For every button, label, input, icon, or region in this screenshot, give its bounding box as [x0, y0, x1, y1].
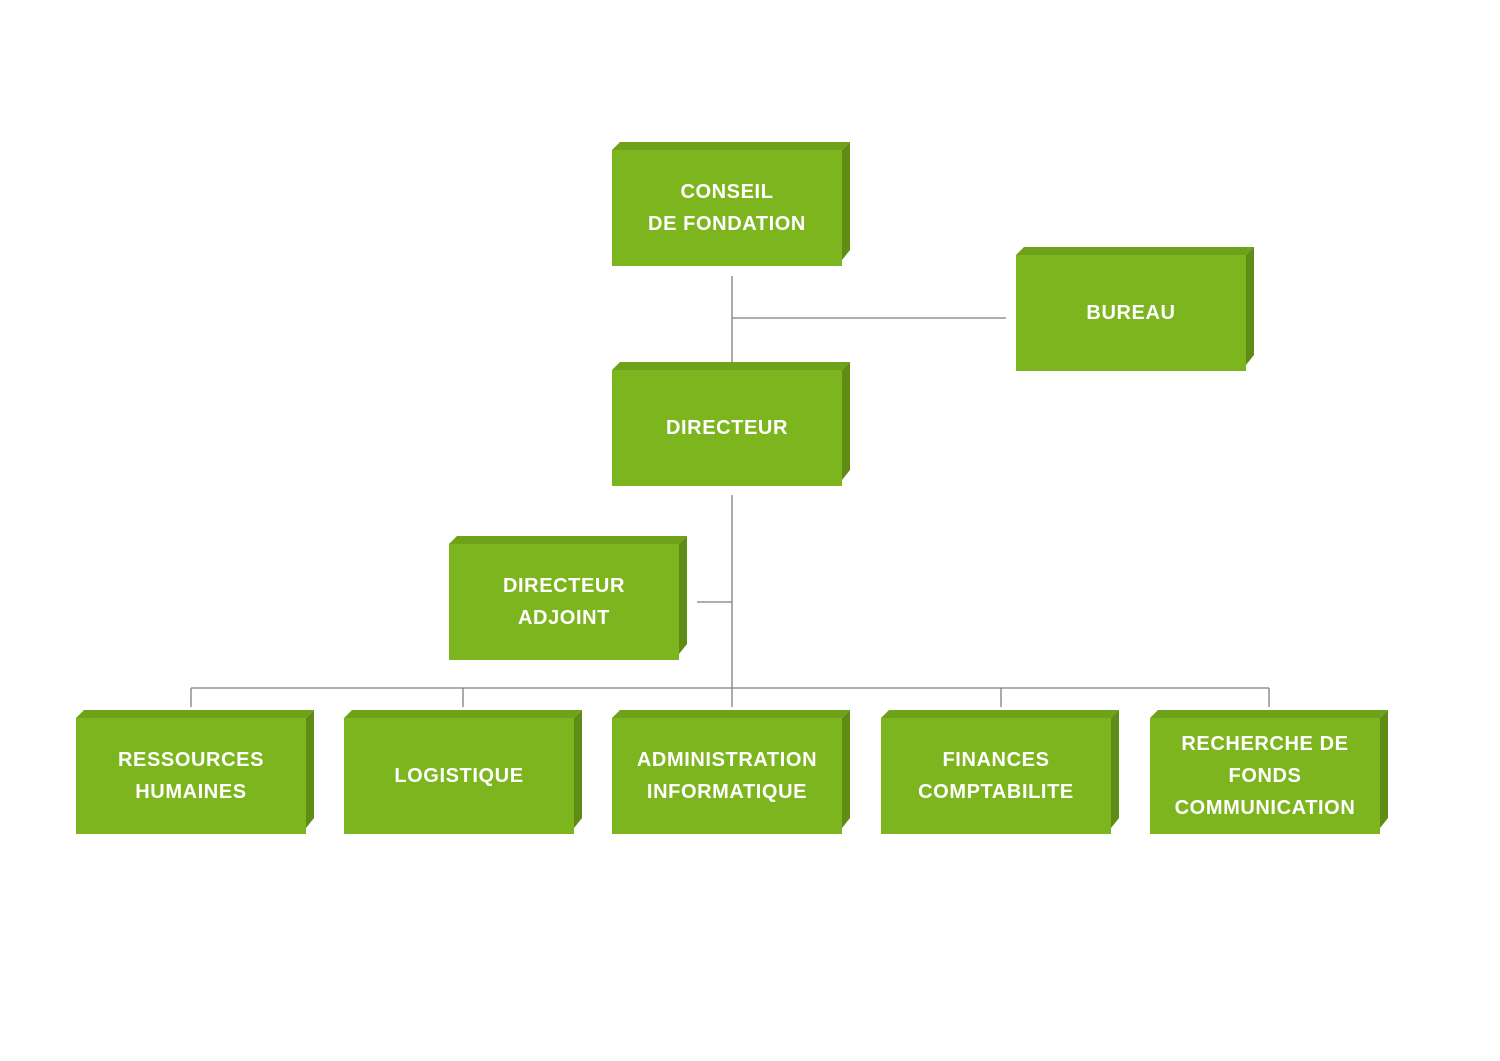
node-directeur: DIRECTEUR	[612, 362, 850, 486]
box-top-face	[881, 710, 1119, 718]
node-logistique: LOGISTIQUE	[344, 710, 582, 834]
box-top-face	[1016, 247, 1254, 255]
box-shape	[76, 710, 314, 834]
box-top-face	[344, 710, 582, 718]
box-top-face	[449, 536, 687, 544]
box-front-face	[881, 718, 1111, 834]
node-label: DIRECTEUR	[612, 370, 842, 486]
box-top-face	[1150, 710, 1388, 718]
node-ressources-humaines: RESSOURCES HUMAINES	[76, 710, 314, 834]
box-top-face	[612, 710, 850, 718]
node-label-line: BUREAU	[1086, 302, 1176, 324]
box-shape	[881, 710, 1119, 834]
box-top-face	[612, 142, 850, 150]
box-side-face	[574, 710, 582, 828]
node-label: RECHERCHE DE FONDS COMMUNICATION	[1150, 718, 1380, 834]
box-shape	[449, 536, 687, 660]
node-label: FINANCES COMPTABILITE	[881, 718, 1111, 834]
box-front-face	[449, 544, 679, 660]
node-label-line: LOGISTIQUE	[394, 765, 524, 787]
box-side-face	[1246, 247, 1254, 365]
node-label-line: ADMINISTRATION	[636, 749, 818, 771]
node-label-line: COMPTABILITE	[918, 781, 1074, 803]
box-shape	[1150, 710, 1388, 834]
box-front-face	[76, 718, 306, 834]
node-label: LOGISTIQUE	[344, 718, 574, 834]
box-side-face	[842, 142, 850, 260]
node-label: DIRECTEUR ADJOINT	[449, 544, 679, 660]
node-label-line: ADJOINT	[518, 607, 610, 629]
box-side-face	[306, 710, 314, 828]
box-top-face	[612, 362, 850, 370]
node-label-line: FONDS	[1228, 765, 1302, 787]
node-label-line: RESSOURCES	[117, 749, 265, 771]
box-side-face	[679, 536, 687, 654]
box-shape	[612, 710, 850, 834]
node-label-line: FINANCES	[942, 749, 1050, 771]
node-label: BUREAU	[1016, 255, 1246, 371]
box-shape	[1016, 247, 1254, 371]
node-label-line: HUMAINES	[135, 781, 247, 803]
node-finances-comptabilite: FINANCES COMPTABILITE	[881, 710, 1119, 834]
box-front-face	[1016, 255, 1246, 371]
node-label: ADMINISTRATION INFORMATIQUE	[612, 718, 842, 834]
node-label-line: DIRECTEUR	[502, 575, 626, 597]
box-front-face	[1150, 718, 1380, 834]
node-label-line: DE FONDATION	[648, 213, 806, 235]
node-conseil-de-fondation: CONSEIL DE FONDATION	[612, 142, 850, 266]
box-side-face	[1111, 710, 1119, 828]
node-label-line: COMMUNICATION	[1174, 797, 1356, 819]
box-front-face	[612, 718, 842, 834]
node-label: RESSOURCES HUMAINES	[76, 718, 306, 834]
box-front-face	[612, 150, 842, 266]
node-recherche-de-fonds-communication: RECHERCHE DE FONDS COMMUNICATION	[1150, 710, 1388, 834]
node-administration-informatique: ADMINISTRATION INFORMATIQUE	[612, 710, 850, 834]
box-shape	[344, 710, 582, 834]
box-side-face	[1380, 710, 1388, 828]
box-front-face	[344, 718, 574, 834]
node-bureau: BUREAU	[1016, 247, 1254, 371]
box-shape	[612, 142, 850, 266]
node-label-line: RECHERCHE DE	[1181, 733, 1349, 755]
node-label-line: INFORMATIQUE	[646, 781, 808, 803]
box-shape	[612, 362, 850, 486]
node-label: CONSEIL DE FONDATION	[612, 150, 842, 266]
node-directeur-adjoint: DIRECTEUR ADJOINT	[449, 536, 687, 660]
box-side-face	[842, 710, 850, 828]
node-label-line: CONSEIL	[680, 181, 774, 203]
box-side-face	[842, 362, 850, 480]
box-front-face	[612, 370, 842, 486]
box-top-face	[76, 710, 314, 718]
node-label-line: DIRECTEUR	[665, 417, 789, 439]
